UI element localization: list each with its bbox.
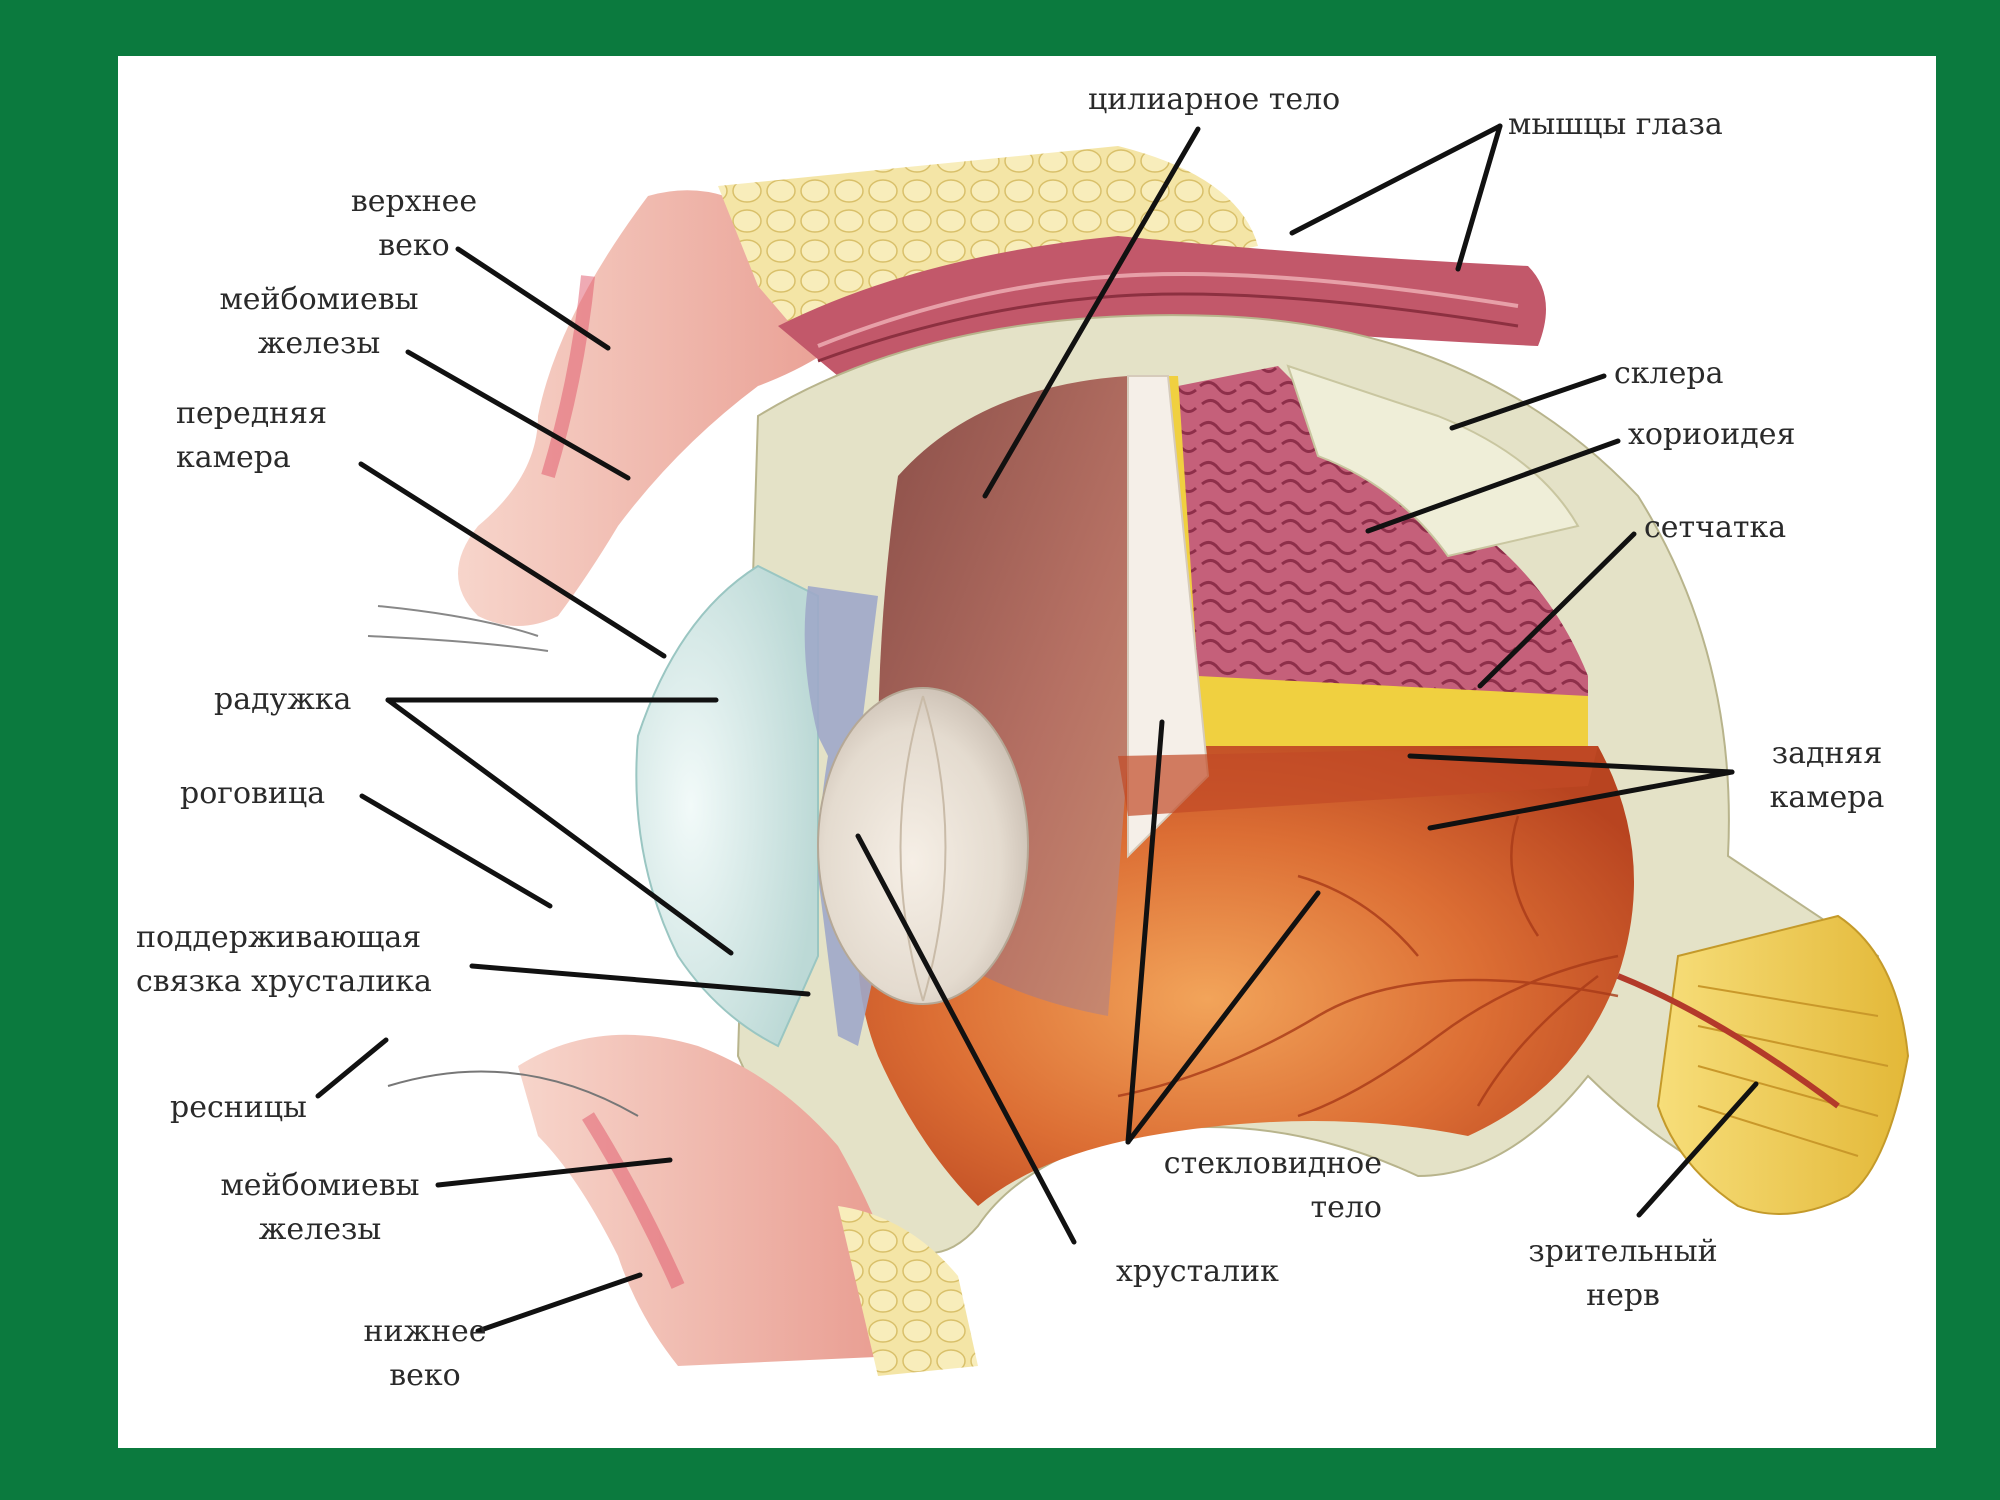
eye-muscle-shape [778,236,1546,376]
eye-anatomy-illustration [315,123,1910,1376]
choroid-shape [1148,366,1588,756]
label-iris: радужка [214,682,352,717]
label-choroid: хориоидея [1628,417,1796,452]
label-ciliary-body: цилиарное тело [1088,82,1341,117]
cornea-shape [635,564,819,1048]
label-sclera: склера [1614,356,1724,391]
label-eye-muscles: мышцы глаза [1508,107,1723,142]
label-eyelashes: ресницы [170,1090,307,1125]
lens-shape [817,687,1029,1005]
label-retina: сетчатка [1644,510,1787,545]
leader-lines [315,123,1759,1334]
label-cornea: роговица [180,776,326,811]
lower-eyelid-shape [518,1034,908,1366]
label-lens: хрусталик [1116,1254,1279,1289]
